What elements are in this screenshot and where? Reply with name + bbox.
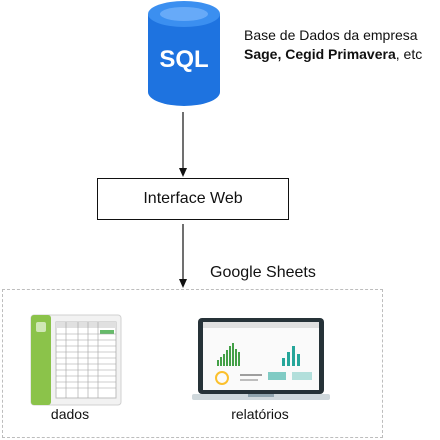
dados-caption: dados — [50, 406, 90, 422]
google-sheets-label: Google Sheets — [210, 264, 316, 281]
sql-label: SQL — [159, 46, 208, 73]
database-products-etc: , etc — [395, 46, 423, 62]
database-description-line1: Base de Dados da empresa — [244, 27, 418, 43]
database-products: Sage, Cegid Primavera — [244, 46, 396, 62]
laptop-report-icon — [192, 318, 330, 400]
interface-web-label: Interface Web — [143, 190, 243, 207]
arrow-interface-to-sheets — [179, 224, 187, 288]
spreadsheet-icon — [30, 314, 122, 406]
relatorios-caption: relatórios — [231, 406, 289, 422]
google-sheets-container — [2, 289, 383, 438]
sql-database-icon: SQL — [148, 1, 220, 106]
interface-web-box: Interface Web — [97, 178, 289, 220]
arrow-db-to-interface — [179, 112, 187, 177]
database-description: Base de Dados da empresa Sage, Cegid Pri… — [244, 26, 434, 64]
database-description-line2: Sage, Cegid Primavera, etc — [244, 45, 434, 64]
